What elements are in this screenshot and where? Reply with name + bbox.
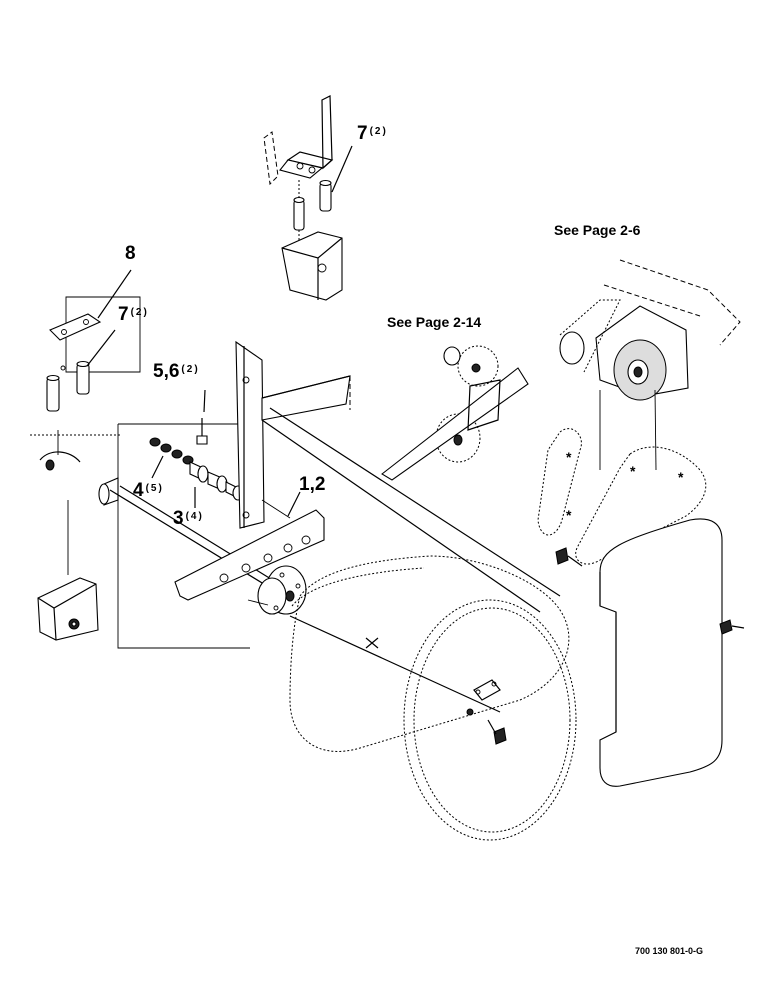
svg-text:*: * [566, 449, 572, 465]
bolt-icon [487, 719, 507, 745]
flange-bearing-icon [257, 565, 307, 615]
callout-4: 4(5) [133, 481, 164, 500]
callout-number: 3 [173, 508, 184, 529]
callout-8: 8 [125, 244, 136, 263]
callout-1-2: 1,2 [299, 475, 325, 494]
callout-quantity: (2) [369, 126, 388, 137]
see-page-2-6-reference: See Page 2-6 [554, 222, 641, 238]
chain-icon: * * * * [537, 428, 707, 565]
belt-icon [289, 555, 570, 752]
callout-7-left: 7(2) [118, 305, 149, 324]
see-page-2-14-reference: See Page 2-14 [387, 314, 482, 330]
callout-3: 3(4) [173, 509, 204, 528]
bolt-icon [555, 547, 583, 567]
callout-number: 5,6 [153, 361, 180, 382]
callout-quantity: (5) [145, 483, 164, 494]
cross-mark [365, 637, 379, 649]
bushing-icon [319, 179, 332, 212]
shaft-line [289, 615, 501, 713]
bearing-block-icon [281, 231, 343, 301]
left-bracket-assembly [30, 269, 293, 641]
bushing-icon [46, 374, 60, 412]
svg-text:*: * [566, 507, 572, 523]
pulley-icon [403, 599, 577, 841]
guard-shield-icon [599, 518, 745, 787]
leader-line [331, 145, 353, 193]
callout-number: 4 [133, 480, 144, 501]
callout-number: 1,2 [299, 474, 326, 495]
shaft-icon [98, 477, 119, 506]
drawing-number: 700 130 801-0-G [635, 946, 704, 956]
callout-number: 7 [357, 123, 368, 144]
top-bracket-assembly [263, 95, 343, 301]
callout-number: 7 [118, 304, 129, 325]
callout-7-top: 7(2) [357, 124, 388, 143]
bolt-icon [196, 418, 208, 445]
callout-number: 8 [125, 243, 136, 264]
callout-5-6: 5,6(2) [153, 362, 200, 381]
callout-quantity: (2) [181, 364, 200, 375]
bushing-icon [293, 196, 305, 231]
callout-quantity: (4) [185, 511, 204, 522]
drive-assembly: * * * * [381, 259, 741, 567]
svg-text:*: * [678, 469, 684, 485]
svg-text:*: * [630, 463, 636, 479]
callout-quantity: (2) [130, 307, 149, 318]
sprocket-icon [435, 345, 499, 463]
bolt-icon [719, 619, 745, 635]
sprocket-icon [559, 299, 689, 401]
bushing-icon [76, 360, 90, 395]
bearing-block-icon [37, 577, 99, 641]
bearing-stack [149, 437, 244, 501]
